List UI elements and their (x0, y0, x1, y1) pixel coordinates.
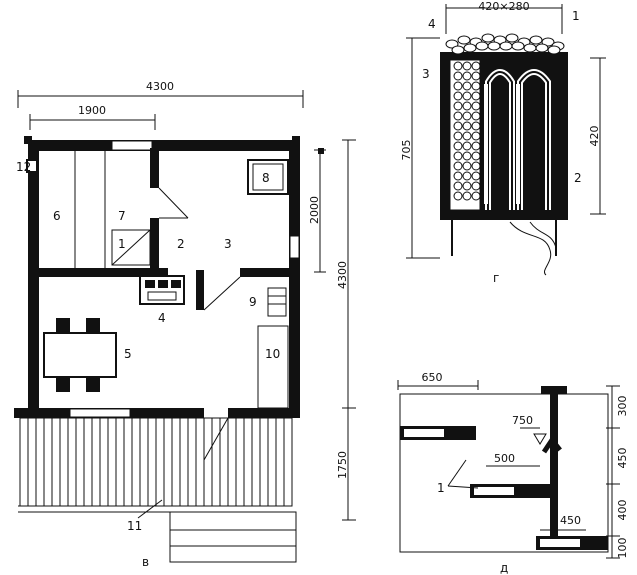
steps (169, 511, 297, 563)
dim-500: 500 (494, 452, 515, 465)
dim-heater-top: 420×280 (478, 0, 529, 13)
dim-450-vertical: 450 (616, 448, 629, 469)
caption-heater: г (493, 271, 499, 285)
heater-drawing: 420×280 705 420 4 3 1 2 г (400, 0, 606, 285)
tank-8 (247, 159, 289, 195)
label-3: 3 (224, 237, 232, 251)
label-4: 4 (158, 311, 166, 325)
wall-interior-horizontal (28, 268, 168, 277)
dim-left-width: 1900 (78, 104, 106, 117)
label-5: 5 (124, 347, 132, 361)
dim-heater-height: 705 (400, 140, 413, 161)
section-label-1: 1 (437, 481, 445, 495)
dim-right-height: 4300 (336, 261, 349, 289)
label-9: 9 (249, 295, 257, 309)
label-7: 7 (118, 209, 126, 223)
terrace (19, 417, 293, 507)
dim-heater-side: 420 (588, 126, 601, 147)
wall-top (28, 140, 300, 151)
heater-label-2: 2 (574, 171, 582, 185)
heater-label-3: 3 (422, 67, 430, 81)
wall-right (289, 140, 300, 418)
dim-450-horizontal: 450 (560, 514, 581, 527)
dim-100: 100 (616, 538, 629, 559)
caption-plan: в (142, 555, 149, 569)
label-11: 11 (127, 519, 142, 533)
label-6: 6 (53, 209, 61, 223)
dim-overall-width: 4300 (146, 80, 174, 93)
dim-300: 300 (616, 396, 629, 417)
dim-650: 650 (422, 371, 443, 384)
dim-terrace-depth: 1750 (336, 451, 349, 479)
floor-plan: 4300 1900 (14, 80, 356, 569)
dim-400: 400 (616, 500, 629, 521)
dim-750: 750 (512, 414, 533, 427)
heater-label-1: 1 (572, 9, 580, 23)
label-12: 12 (16, 160, 31, 174)
label-8: 8 (262, 171, 270, 185)
table-5 (43, 332, 117, 378)
caption-section: д (500, 561, 508, 575)
label-1: 1 (118, 237, 126, 251)
wall-bottom-right (228, 408, 300, 418)
bench-section: 650 750 500 450 1 300 450 (397, 371, 629, 575)
heater-label-4: 4 (428, 17, 436, 31)
label-2: 2 (177, 237, 185, 251)
dim-upper-height: 2000 (308, 196, 321, 224)
wall-left (28, 140, 39, 418)
label-10: 10 (265, 347, 280, 361)
